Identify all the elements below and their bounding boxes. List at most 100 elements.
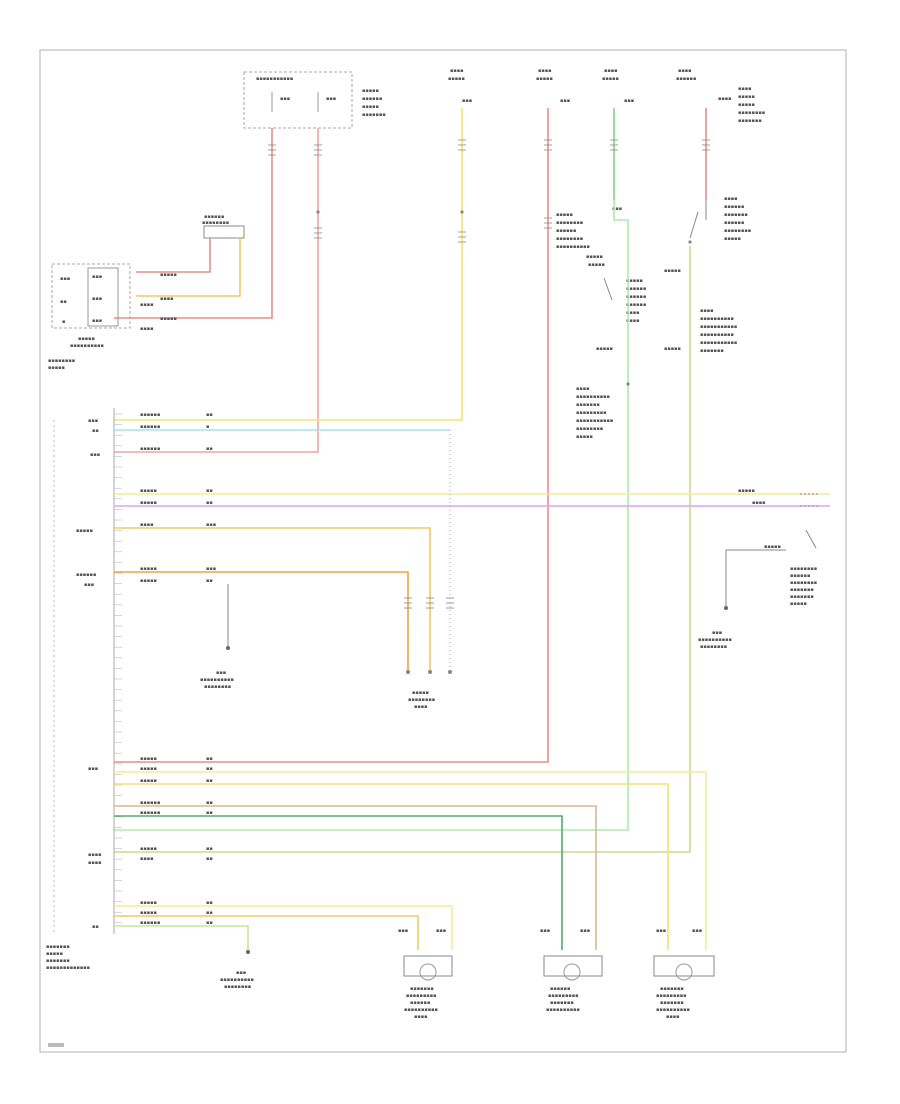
wire-labels: ▪▪▪▪▪▪▪▪ ▪▪▪▪▪▪▪ ▪▪▪▪▪▪▪▪ ▪▪▪▪▪▪▪ ▪▪▪▪▪▪… (140, 412, 216, 926)
connector-marks-lower (404, 597, 454, 609)
svg-text:▪▪▪▪▪: ▪▪▪▪▪ (362, 88, 379, 94)
svg-text:▪▪▪: ▪▪▪ (612, 206, 622, 212)
module-pins (114, 413, 122, 924)
wire-orange-sensor2 (114, 527, 431, 672)
svg-text:▪▪▪▪: ▪▪▪▪ (738, 86, 752, 92)
splice-dot (626, 382, 630, 386)
wire-olive-long (114, 246, 691, 853)
svg-text:▪▪▪▪▪: ▪▪▪▪▪ (556, 212, 573, 218)
svg-text:▪▪▪▪▪: ▪▪▪▪▪ (588, 262, 605, 268)
svg-text:▪: ▪ (62, 319, 65, 325)
fuse-panel-box: ▪▪▪▪▪▪▪▪▪▪▪ ▪▪▪ ▪▪▪ ▪▪▪▪▪ ▪▪▪▪▪▪ ▪▪▪▪▪ ▪… (243, 71, 386, 129)
svg-text:▪▪▪▪▪▪▪▪▪▪: ▪▪▪▪▪▪▪▪▪▪ (700, 332, 734, 338)
svg-text:▪▪▪: ▪▪▪ (92, 296, 102, 302)
svg-text:▪▪▪▪: ▪▪▪▪ (140, 522, 154, 528)
svg-text:▪▪▪: ▪▪▪ (236, 970, 246, 976)
svg-text:▪▪▪▪▪▪▪▪▪: ▪▪▪▪▪▪▪▪▪ (406, 993, 437, 999)
svg-text:▪▪▪: ▪▪▪ (398, 928, 408, 934)
svg-text:▪▪▪: ▪▪▪ (60, 276, 70, 282)
svg-text:▪▪▪▪▪▪▪▪▪▪: ▪▪▪▪▪▪▪▪▪▪ (70, 343, 104, 349)
svg-text:▪▪: ▪▪ (206, 488, 213, 494)
svg-text:▪▪▪▪▪▪▪▪: ▪▪▪▪▪▪▪▪ (556, 220, 583, 226)
svg-text:▪▪▪▪▪▪▪▪▪▪: ▪▪▪▪▪▪▪▪▪▪ (656, 1007, 690, 1013)
svg-text:▪▪▪▪: ▪▪▪▪ (140, 326, 154, 332)
svg-text:▪▪: ▪▪ (60, 299, 67, 305)
svg-text:▪▪▪▪▪: ▪▪▪▪▪ (140, 778, 157, 784)
svg-text:▪▪▪▪▪: ▪▪▪▪▪ (664, 346, 681, 352)
svg-text:▪▪▪▪: ▪▪▪▪ (414, 1014, 428, 1020)
wire-yellow-2 (114, 783, 669, 950)
svg-text:▪▪▪▪▪▪: ▪▪▪▪▪▪ (140, 920, 160, 926)
sensor-top-left: ▪▪▪▪▪▪ ▪▪▪▪▪▪▪▪ (202, 214, 245, 239)
svg-text:▪▪▪▪▪▪▪▪▪▪: ▪▪▪▪▪▪▪▪▪▪ (556, 244, 590, 250)
wire-tan (114, 805, 597, 950)
svg-text:▪▪▪▪▪▪▪▪: ▪▪▪▪▪▪▪▪ (556, 236, 583, 242)
svg-text:▪▪▪▪▪▪: ▪▪▪▪▪▪ (410, 1000, 430, 1006)
svg-text:▪▪▪▪▪: ▪▪▪▪▪ (738, 102, 755, 108)
svg-text:▪▪▪▪▪▪: ▪▪▪▪▪▪ (140, 446, 160, 452)
svg-text:▪▪▪▪▪▪▪: ▪▪▪▪▪▪▪ (46, 958, 70, 964)
svg-text:▪▪▪: ▪▪▪ (326, 96, 336, 102)
svg-text:▪▪▪▪▪: ▪▪▪▪▪ (664, 268, 681, 274)
svg-text:▪▪▪▪▪▪▪: ▪▪▪▪▪▪▪ (660, 986, 684, 992)
svg-text:▪▪▪▪▪▪▪: ▪▪▪▪▪▪▪ (724, 212, 748, 218)
svg-text:▪▪▪▪▪▪: ▪▪▪▪▪▪ (626, 286, 646, 292)
svg-text:▪▪▪▪▪▪▪▪▪▪: ▪▪▪▪▪▪▪▪▪▪ (698, 637, 732, 643)
sensor-bottom-1: ▪▪▪ ▪▪▪ ▪▪▪▪▪▪▪ ▪▪▪▪▪▪▪▪▪ ▪▪▪▪▪▪ ▪▪▪▪▪▪▪… (398, 928, 453, 1020)
svg-text:▪▪: ▪▪ (92, 428, 99, 434)
svg-text:▪▪▪▪: ▪▪▪▪ (604, 68, 618, 74)
svg-text:▪▪▪: ▪▪▪ (560, 98, 570, 104)
svg-text:▪▪▪▪▪▪▪▪: ▪▪▪▪▪▪▪▪ (204, 684, 231, 690)
switch-green: ▪▪▪ ▪▪▪▪▪ ▪▪▪▪▪ ▪▪▪▪▪ ▪▪▪▪▪▪ ▪▪▪▪▪▪ ▪▪▪▪… (576, 206, 646, 440)
svg-text:▪▪▪▪▪▪▪▪▪▪: ▪▪▪▪▪▪▪▪▪▪ (200, 677, 234, 683)
svg-text:▪▪▪▪: ▪▪▪▪ (414, 704, 428, 710)
svg-text:▪▪▪: ▪▪▪ (624, 98, 634, 104)
svg-text:▪▪▪: ▪▪▪ (88, 418, 98, 424)
svg-text:▪▪▪: ▪▪▪ (280, 96, 290, 102)
sensor-bottom-2: ▪▪▪ ▪▪▪ ▪▪▪▪▪▪ ▪▪▪▪▪▪▪▪▪ ▪▪▪▪▪▪▪ ▪▪▪▪▪▪▪… (540, 928, 603, 1013)
svg-text:▪▪▪▪▪▪▪▪▪▪▪: ▪▪▪▪▪▪▪▪▪▪▪ (700, 324, 737, 330)
svg-text:▪▪▪▪▪: ▪▪▪▪▪ (140, 900, 157, 906)
ground-left-2: ▪▪▪ ▪▪▪▪▪▪▪▪▪▪ ▪▪▪▪▪▪▪▪ (220, 970, 254, 990)
svg-text:▪▪▪▪▪: ▪▪▪▪▪ (140, 766, 157, 772)
svg-text:▪▪▪▪▪▪▪: ▪▪▪▪▪▪▪ (700, 348, 724, 354)
svg-text:▪▪: ▪▪ (206, 800, 213, 806)
svg-text:▪▪▪▪: ▪▪▪▪ (678, 68, 692, 74)
svg-text:▪▪▪: ▪▪▪ (84, 582, 94, 588)
switch-right-mid: ▪▪▪▪▪ ▪▪▪▪ ▪▪▪▪▪ ▪▪▪▪▪▪▪▪ ▪▪▪▪▪▪ ▪▪▪▪▪▪▪… (698, 488, 820, 650)
svg-text:▪▪▪▪▪▪▪: ▪▪▪▪▪▪▪ (576, 402, 600, 408)
connector-marks (268, 139, 710, 243)
svg-text:▪: ▪ (206, 424, 209, 430)
svg-text:▪▪▪: ▪▪▪ (206, 566, 216, 572)
sensor-bottom-3: ▪▪▪ ▪▪▪ ▪▪▪▪▪▪▪ ▪▪▪▪▪▪▪▪▪ ▪▪▪▪▪▪▪ ▪▪▪▪▪▪… (653, 928, 715, 1020)
label-red-center: ▪▪▪▪▪ ▪▪▪▪▪▪▪▪ ▪▪▪▪▪▪ ▪▪▪▪▪▪▪▪ ▪▪▪▪▪▪▪▪▪… (556, 212, 590, 250)
svg-text:▪▪▪▪: ▪▪▪▪ (718, 96, 732, 102)
svg-text:▪▪▪▪▪▪▪: ▪▪▪▪▪▪▪ (46, 944, 70, 950)
svg-text:▪▪▪: ▪▪▪ (92, 318, 102, 324)
svg-text:▪▪▪▪▪▪▪▪▪: ▪▪▪▪▪▪▪▪▪ (656, 993, 687, 999)
svg-text:▪▪▪: ▪▪▪ (692, 928, 702, 934)
svg-text:▪▪▪▪▪▪▪▪▪▪▪: ▪▪▪▪▪▪▪▪▪▪▪ (700, 340, 737, 346)
svg-text:▪▪▪▪▪▪▪▪▪▪▪: ▪▪▪▪▪▪▪▪▪▪▪ (576, 418, 613, 424)
svg-text:▪▪▪: ▪▪▪ (436, 928, 446, 934)
svg-text:▪▪▪▪▪: ▪▪▪▪▪ (576, 434, 593, 440)
control-module: ▪▪▪▪▪▪▪ ▪▪▪▪▪ ▪▪▪▪▪▪▪ ▪▪▪▪▪▪▪▪▪▪▪▪▪ (46, 408, 115, 971)
svg-text:▪▪▪▪▪▪: ▪▪▪▪▪▪ (362, 96, 382, 102)
svg-text:▪▪▪▪▪▪: ▪▪▪▪▪▪ (140, 800, 160, 806)
svg-text:▪▪▪▪▪: ▪▪▪▪▪ (536, 76, 553, 82)
svg-text:▪▪▪▪▪: ▪▪▪▪▪ (160, 316, 177, 322)
svg-text:▪▪▪▪▪▪: ▪▪▪▪▪▪ (140, 412, 160, 418)
svg-text:▪▪▪▪▪▪▪▪: ▪▪▪▪▪▪▪▪ (700, 644, 727, 650)
svg-text:▪▪▪▪: ▪▪▪▪ (666, 1014, 680, 1020)
svg-text:▪▪▪▪▪▪: ▪▪▪▪▪▪ (626, 302, 646, 308)
svg-text:▪▪▪▪▪: ▪▪▪▪▪ (764, 544, 781, 550)
wire-darkgreen (114, 815, 563, 950)
svg-text:▪▪▪▪▪: ▪▪▪▪▪ (160, 272, 177, 278)
svg-text:▪▪▪▪▪: ▪▪▪▪▪ (448, 76, 465, 82)
svg-text:▪▪▪▪▪: ▪▪▪▪▪ (140, 756, 157, 762)
svg-text:▪▪▪▪▪▪▪: ▪▪▪▪▪▪▪ (550, 1000, 574, 1006)
svg-text:▪▪▪▪▪▪: ▪▪▪▪▪▪ (140, 424, 160, 430)
svg-text:▪▪▪: ▪▪▪ (92, 274, 102, 280)
svg-text:▪▪▪▪▪▪▪▪: ▪▪▪▪▪▪▪▪ (408, 697, 435, 703)
